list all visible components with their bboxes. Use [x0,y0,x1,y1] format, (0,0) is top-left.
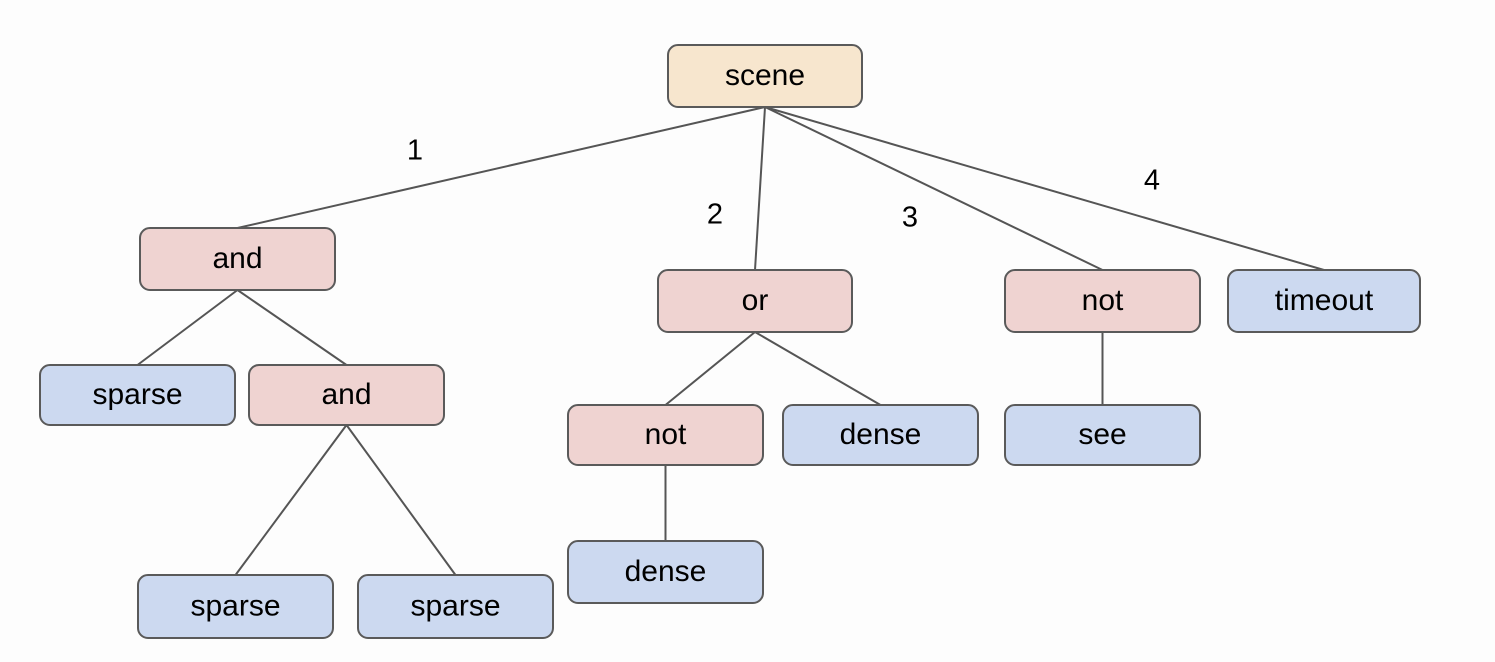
node-box[interactable] [1004,404,1201,466]
tree-edge [345,424,457,576]
node-label: and [321,378,371,411]
node-box[interactable] [1227,269,1421,333]
tree-node[interactable]: not [567,404,764,466]
tree-node[interactable]: scene [667,44,863,108]
tree-edge [234,424,348,576]
tree-edge [754,331,882,406]
tree-edge [136,289,239,366]
tree-edge [764,106,1104,271]
node-label: not [645,418,687,451]
tree-node[interactable]: see [1004,404,1201,466]
tree-node[interactable]: sparse [137,574,334,639]
tree-node[interactable]: not [1004,269,1201,333]
tree-edge [754,106,766,271]
tree-node[interactable]: dense [567,540,764,604]
node-box[interactable] [657,269,853,333]
node-label: sparse [190,589,280,622]
node-box[interactable] [139,227,336,291]
node-box[interactable] [782,404,979,466]
tree-edge [236,106,766,229]
node-box[interactable] [667,44,863,108]
node-box[interactable] [137,574,334,639]
node-box[interactable] [357,574,554,639]
edge-label: 3 [902,202,918,234]
node-label: scene [725,59,805,92]
edge-label: 1 [407,135,423,167]
node-label: and [212,242,262,275]
tree-node[interactable]: or [657,269,853,333]
node-label: sparse [410,589,500,622]
tree-node[interactable]: dense [782,404,979,466]
edge-label: 2 [707,199,723,231]
node-box[interactable] [39,364,236,426]
tree-edge [236,289,348,366]
tree-edge [664,331,756,406]
node-box[interactable] [1004,269,1201,333]
node-label: timeout [1275,284,1374,317]
edge-labels-layer: 1 2 3 4 [407,135,1160,234]
tree-node[interactable]: and [248,364,445,426]
node-label: dense [625,555,707,588]
node-box[interactable] [248,364,445,426]
node-box[interactable] [567,404,764,466]
edge-label: 4 [1144,165,1160,197]
node-label: see [1078,418,1126,451]
tree-node[interactable]: sparse [39,364,236,426]
node-label: sparse [92,378,182,411]
node-label: dense [840,418,922,451]
nodes-layer: scene and or not timeout sparse and not dense see… [39,44,1421,639]
tree-node[interactable]: sparse [357,574,554,639]
edges-layer [136,106,1325,576]
node-box[interactable] [567,540,764,604]
tree-edge [764,106,1325,271]
node-label: not [1082,284,1124,317]
node-label: or [742,284,769,317]
tree-node[interactable]: and [139,227,336,291]
tree-node[interactable]: timeout [1227,269,1421,333]
